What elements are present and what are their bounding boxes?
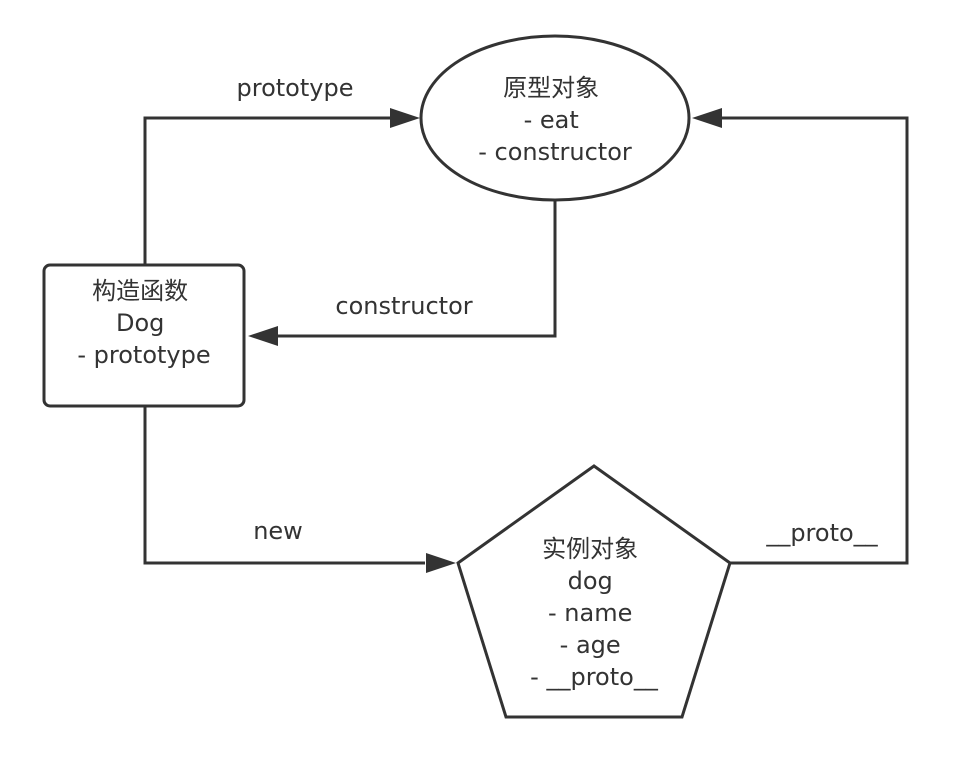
instance-object-member-age: - age [560, 631, 621, 659]
constructor-function-member-prototype: - prototype [77, 341, 210, 369]
edge-proto-label: __proto__ [765, 519, 878, 547]
instance-object-member-proto: - __proto__ [530, 663, 659, 691]
constructor-function-text: 构造函数 Dog - prototype [77, 277, 210, 369]
edge-constructor-label: constructor [335, 292, 472, 320]
edge-constructor: constructor [248, 200, 557, 346]
edge-new: new [143, 407, 456, 573]
prototype-object-ellipse [419, 34, 691, 202]
edge-prototype: prototype [143, 74, 420, 265]
instance-object-name: dog [568, 567, 613, 595]
instance-object-text: 实例对象 dog - name - age - __proto__ [530, 535, 659, 691]
constructor-function-box [42, 263, 246, 408]
edge-prototype-label: prototype [237, 74, 354, 102]
edge-constructor-line [278, 200, 557, 338]
edge-proto-line [722, 116, 909, 565]
node-prototype-object: 原型对象 - eat - constructor [419, 34, 691, 202]
prototype-object-text: 原型对象 - eat - constructor [478, 74, 632, 166]
edge-prototype-arrowhead [390, 108, 420, 128]
constructor-function-name: Dog [116, 309, 164, 337]
edge-proto: __proto__ [692, 108, 909, 565]
prototype-object-member-eat: - eat [524, 106, 579, 134]
edge-constructor-arrowhead [248, 326, 278, 346]
prototype-object-title: 原型对象 [503, 74, 599, 102]
edge-new-arrowhead [426, 553, 456, 573]
constructor-function-title: 构造函数 [92, 277, 188, 305]
edge-new-label: new [253, 517, 303, 545]
edge-proto-arrowhead [692, 108, 722, 128]
node-instance-object: 实例对象 dog - name - age - __proto__ [456, 464, 732, 719]
instance-object-pentagon [456, 464, 732, 719]
instance-object-member-name: - name [548, 599, 632, 627]
edge-prototype-line [143, 116, 392, 265]
prototype-object-member-constructor: - constructor [478, 138, 632, 166]
node-constructor-function: 构造函数 Dog - prototype [42, 263, 246, 408]
instance-object-title: 实例对象 [542, 535, 638, 563]
edge-new-line [143, 407, 425, 565]
